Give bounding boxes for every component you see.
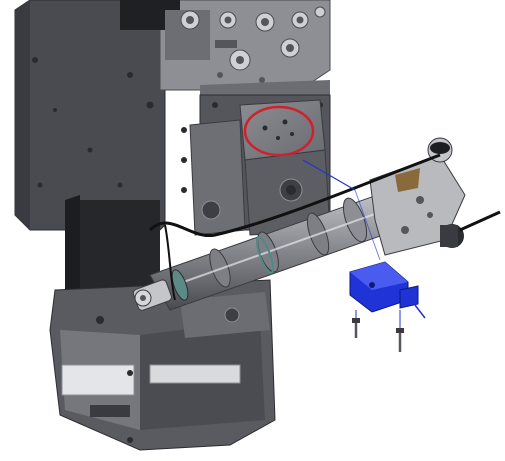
highlight-circle [243,105,315,157]
upper-valve-block [120,0,331,91]
sensor-cable [148,153,501,238]
rod-end-clevis [132,279,172,311]
pneumatic-cylinder [149,179,441,311]
mounting-plate [181,99,331,236]
mounting-screws [352,310,404,352]
blue-bracket [349,261,426,319]
cylinder-head [369,137,466,256]
lower-housing [49,279,276,451]
guide-line-2 [354,189,381,261]
main-block [14,0,166,231]
guide-line [302,159,356,191]
sensor-cable-lead [164,224,176,301]
lower-column [65,195,160,305]
